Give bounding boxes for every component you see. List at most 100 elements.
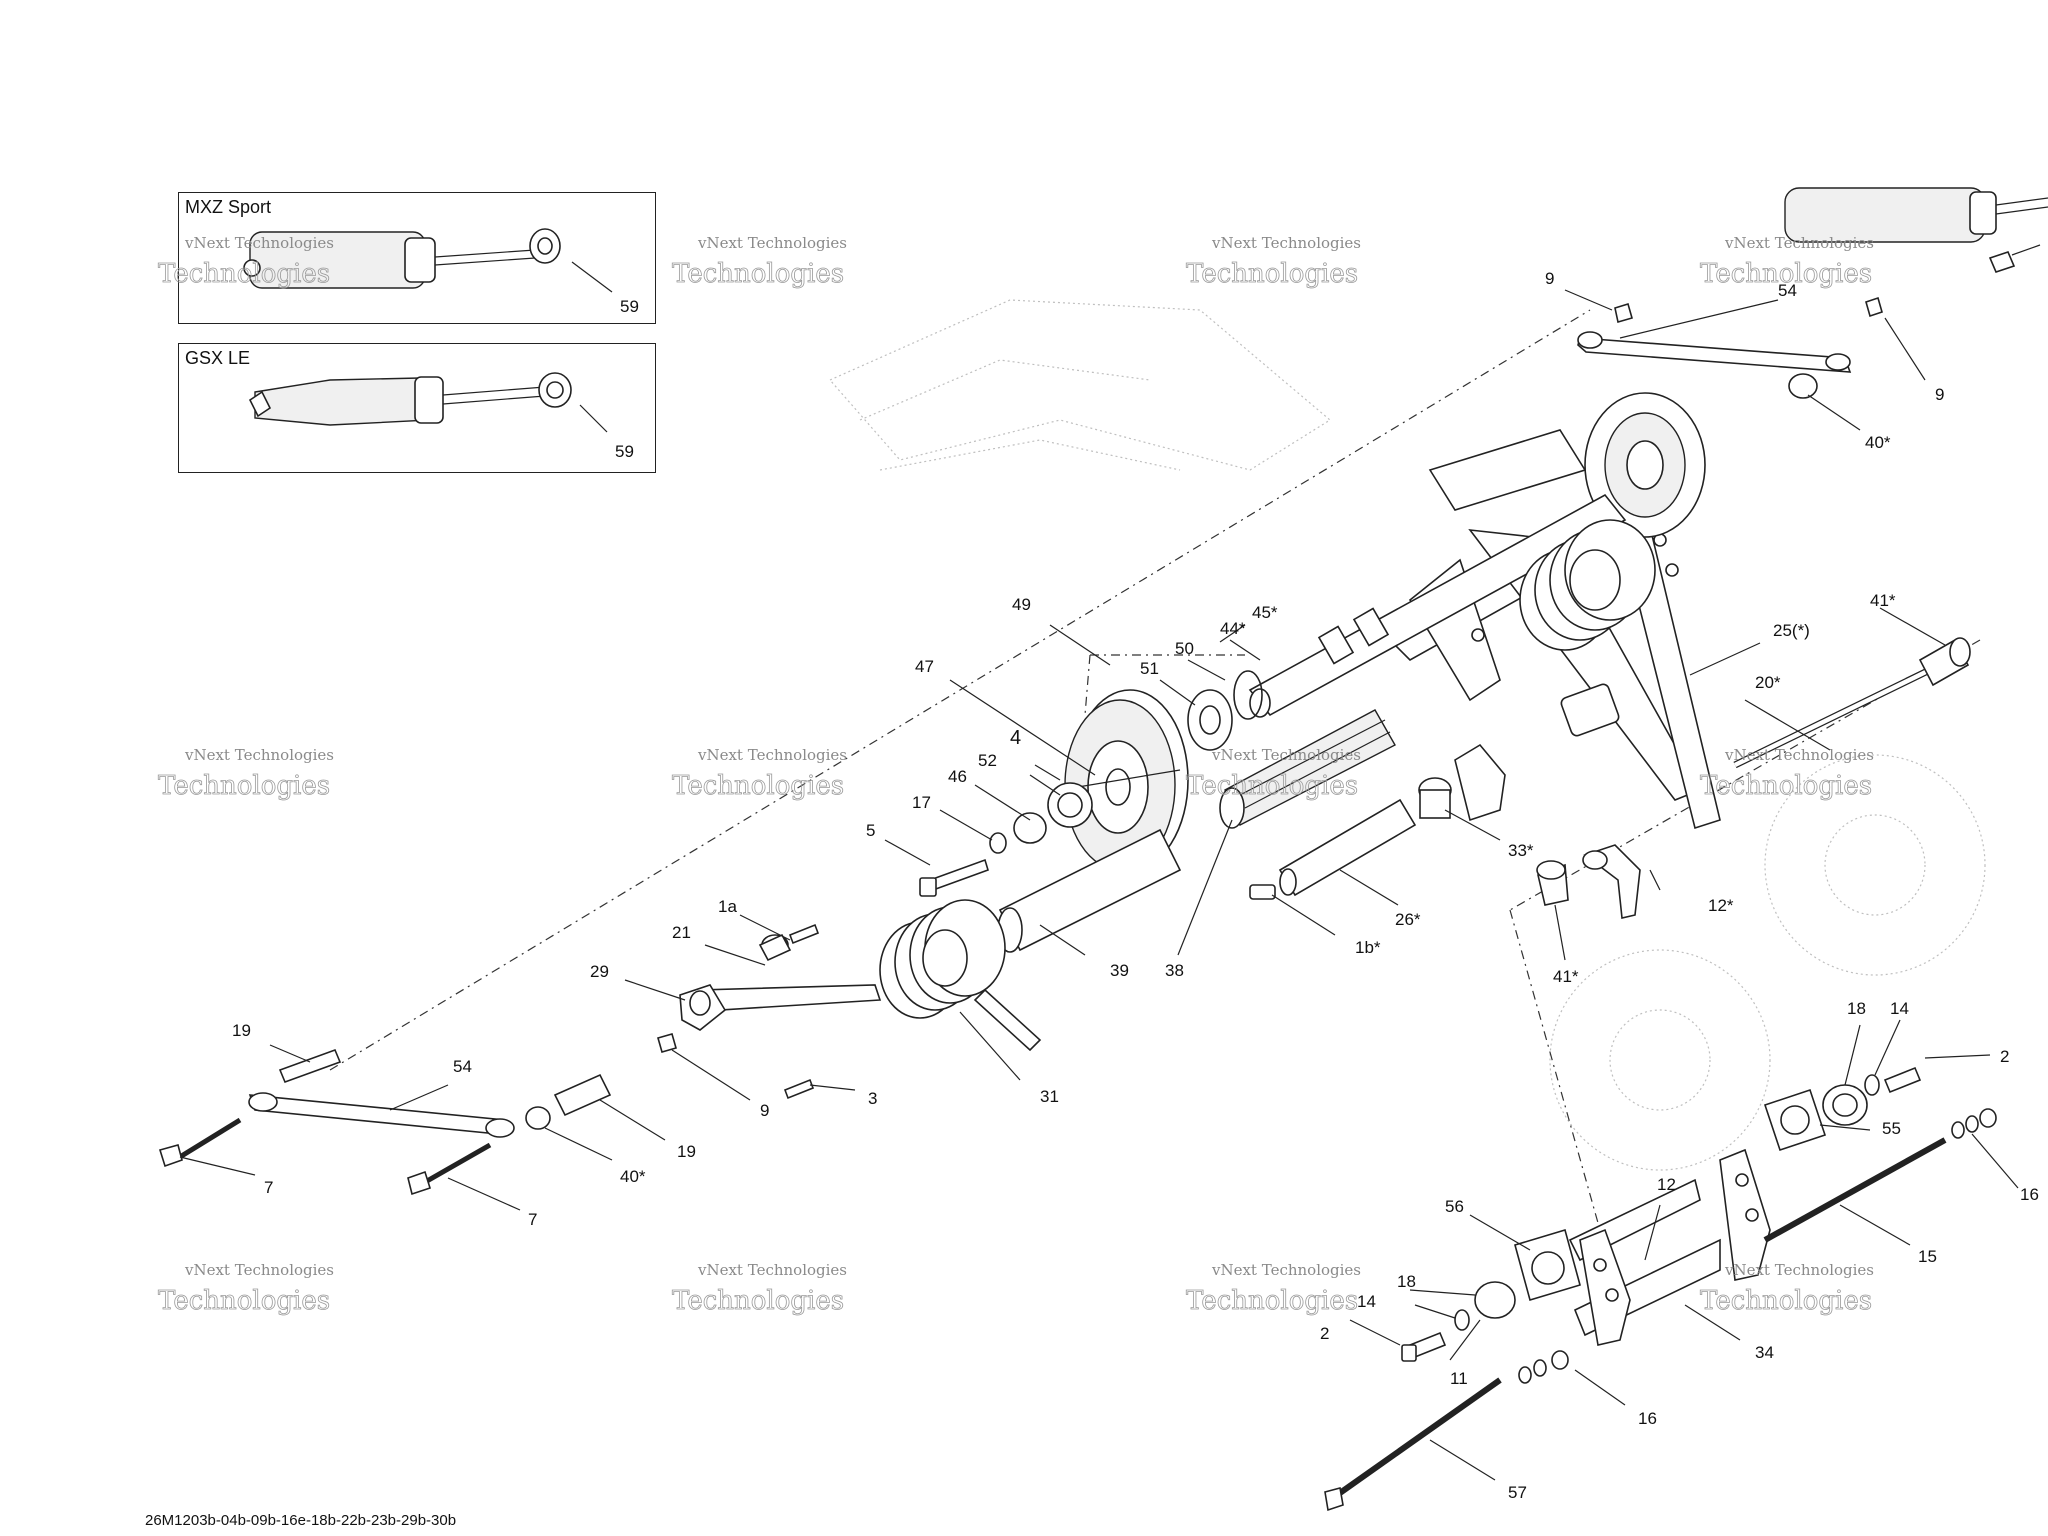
axle-rod-20 [1733, 661, 1942, 769]
watermark-text: vNext Technologies [1724, 1261, 1874, 1279]
bearing-51 [1187, 689, 1233, 751]
callout-label: 21 [672, 923, 691, 942]
torsion-spring-upper [1519, 519, 1656, 737]
shock-absorber-gsx [248, 372, 572, 426]
watermark-text: Technologies [672, 771, 844, 801]
watermark-text: Technologies [1186, 1286, 1358, 1316]
callout-label: 16 [2020, 1185, 2039, 1204]
watermark-text: Technologies [158, 1286, 330, 1316]
callout-label: 16 [1638, 1409, 1657, 1428]
callout-label: 29 [590, 962, 609, 981]
callout-label: 56 [1445, 1197, 1464, 1216]
callout-label: 40* [1865, 433, 1891, 452]
screw-1b [1249, 884, 1276, 900]
nut-9-lower [657, 1033, 677, 1053]
inset-callout-59-mxz: 59 [620, 297, 639, 316]
callout-label: 26* [1395, 910, 1421, 929]
callout-label: 46 [948, 767, 967, 786]
washers-16-upper [1951, 1108, 1997, 1139]
callout-label: 11 [1450, 1369, 1468, 1388]
bolt-2-upper [1883, 1066, 1922, 1094]
callout-label: 31 [1040, 1087, 1059, 1106]
shock-absorber-top-right [1784, 187, 2048, 273]
spacer-46 [1013, 812, 1047, 844]
leader-lines [179, 261, 2019, 1481]
callout-label: 41* [1553, 967, 1579, 986]
sleeve-21 [758, 933, 792, 962]
idler-wheel-upper [1584, 392, 1706, 538]
callout-label: 9 [1935, 385, 1944, 404]
washers-16-lower [1518, 1350, 1569, 1384]
callout-label: 19 [232, 1021, 251, 1040]
torque-arm-upper [1577, 296, 1883, 399]
callout-label: 40* [620, 1167, 646, 1186]
splined-axle [1219, 709, 1396, 829]
spacer-52 [1047, 782, 1093, 828]
callout-label: 55 [1882, 1119, 1901, 1138]
watermark-text: vNext Technologies [697, 746, 847, 764]
bushing-41-lower [1536, 860, 1569, 906]
watermark-text: vNext Technologies [1211, 746, 1361, 764]
callout-label: 7 [528, 1210, 537, 1229]
drawing-reference-code: 26M1203b-04b-09b-16e-18b-22b-23b-29b-30b [145, 1512, 457, 1529]
bolt-5 [919, 858, 989, 897]
callout-label: 15 [1918, 1247, 1937, 1266]
watermarks: vNext Technologies Technologies vNext Te… [158, 234, 1874, 1316]
screw-1a [788, 923, 820, 945]
watermark-text: vNext Technologies [697, 1261, 847, 1279]
callout-label: 47 [915, 657, 934, 676]
callout-label: 49 [1012, 595, 1031, 614]
watermark-text: Technologies [672, 1286, 844, 1316]
ghost-frame [829, 299, 1986, 1171]
watermark-text: vNext Technologies [1724, 746, 1874, 764]
washer-14-upper [1864, 1074, 1880, 1096]
watermark-text: Technologies [672, 259, 844, 289]
spacer-tube-26 [1278, 798, 1417, 897]
watermark-text: Technologies [1700, 771, 1872, 801]
callout-label: 4 [1010, 727, 1021, 749]
inset-callout-59-gsx: 59 [615, 442, 634, 461]
bolt-7-right [407, 1142, 492, 1196]
callout-label: 14 [1890, 999, 1909, 1018]
callout-label: 52 [978, 751, 997, 770]
circlip-50 [1233, 670, 1263, 720]
callout-label: 25(*) [1773, 621, 1810, 640]
watermark-text: Technologies [1186, 259, 1358, 289]
adjuster-cam-29 [679, 984, 727, 1031]
callout-label: 3 [868, 1089, 877, 1108]
torque-arm-lower [248, 1048, 612, 1138]
watermark-text: Technologies [158, 771, 330, 801]
bolt-2-lower [1401, 1331, 1447, 1362]
inset-title: MXZ Sport [185, 197, 272, 217]
watermark-text: vNext Technologies [1211, 1261, 1361, 1279]
callout-label: 7 [264, 1178, 273, 1197]
washer-14-lower [1454, 1309, 1470, 1331]
callout-label: 39 [1110, 961, 1129, 980]
spacer-18-lower [1474, 1281, 1516, 1319]
idler-wheel-front [1059, 689, 1189, 871]
callout-label: 51 [1140, 659, 1159, 678]
shock-absorber-mxz [243, 228, 561, 289]
bolt-7-left [158, 1117, 242, 1168]
callout-label: 12* [1708, 896, 1734, 915]
torsion-spring-lower [698, 899, 1042, 1052]
watermark-text: vNext Technologies [1211, 234, 1361, 252]
arm-lower-end [1582, 844, 1641, 919]
callout-label: 44* [1220, 619, 1246, 638]
callout-label: 20* [1755, 673, 1781, 692]
bushing-41-upper [1918, 637, 1971, 687]
watermark-text: vNext Technologies [184, 746, 334, 764]
callout-label: 45* [1252, 603, 1278, 622]
callout-label: 18 [1397, 1272, 1416, 1291]
callout-label: 17 [912, 793, 931, 812]
inset-title: GSX LE [185, 348, 251, 368]
bearing-block-55 [1763, 1088, 1827, 1152]
callout-label: 54 [1778, 281, 1797, 300]
callout-label: 9 [1545, 269, 1554, 288]
mounting-bracket-33 [1418, 743, 1506, 822]
callout-label: 50 [1175, 639, 1194, 658]
callout-label: 2 [1320, 1324, 1329, 1343]
spacer-18-upper [1822, 1084, 1868, 1126]
